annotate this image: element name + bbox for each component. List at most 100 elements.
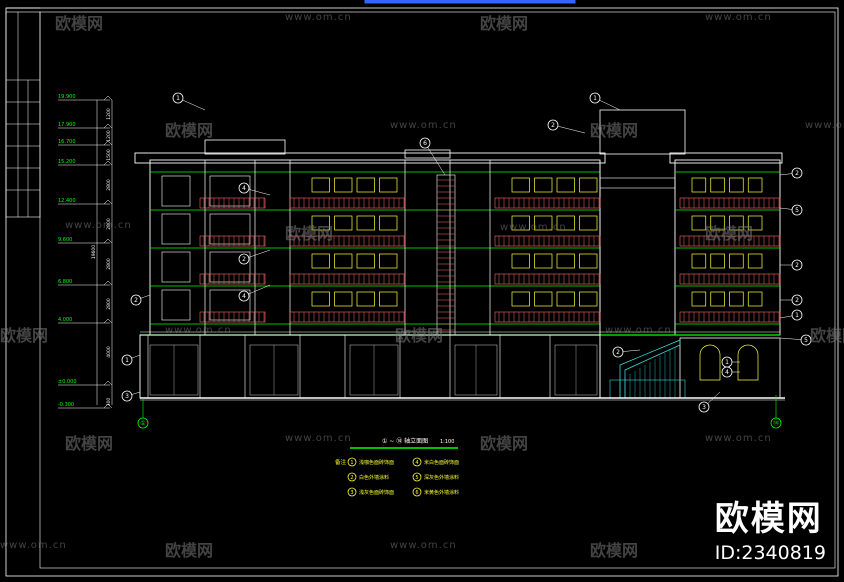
notes-label: 备注 (335, 458, 347, 466)
window-yellow (710, 253, 725, 269)
link-parapet (599, 177, 676, 189)
dimension-text: 300 (106, 398, 112, 407)
balcony-railing (494, 197, 601, 209)
arched-window (737, 344, 759, 381)
watermark-url: www.om.cn (390, 540, 457, 551)
east-cornice (669, 152, 783, 164)
drawing-frame (5, 0, 839, 577)
brand-logo-text: 欧模网 (714, 499, 823, 539)
callout-number: 1 (593, 95, 597, 102)
window-yellow (747, 291, 763, 307)
callout-circle (121, 390, 133, 402)
callout-number: 3 (125, 393, 129, 400)
callout-number: 2 (616, 349, 620, 356)
window-yellow (710, 291, 725, 307)
elevation-symbol (103, 199, 113, 205)
axis-bubble (770, 417, 782, 429)
callout-number: 2 (551, 122, 555, 129)
callout-number: 2 (795, 262, 799, 269)
window-yellow (334, 291, 353, 307)
brand-watermark: 欧模网 ID:2340819 (715, 491, 826, 564)
window-yellow (729, 177, 744, 193)
callout-circle (791, 309, 803, 321)
watermark-brand: 欧模网 (0, 326, 49, 345)
window-yellow (511, 177, 530, 193)
dimension-text: 1200 (106, 130, 112, 142)
window-yellow (579, 291, 598, 307)
window-yellow (556, 215, 575, 231)
window-yellow (534, 291, 553, 307)
watermark-url: www.om.cn (390, 120, 457, 131)
balcony-railing (289, 235, 406, 247)
callout-leader (552, 124, 586, 134)
callout-circle (800, 334, 812, 346)
east-block-outline (674, 159, 781, 336)
window-yellow (356, 215, 375, 231)
balcony-railing (199, 311, 266, 323)
axis-bubble (137, 417, 149, 429)
callout-leader (424, 142, 446, 176)
callout-number: 4 (725, 369, 729, 376)
elevation-symbol (103, 140, 113, 146)
window-yellow (747, 215, 763, 231)
stair-window-strip (436, 174, 456, 336)
watermark-url: www.om.cn (65, 220, 132, 231)
legend-bubble (347, 487, 357, 497)
elevation-symbol (103, 280, 113, 286)
balcony-railing (494, 235, 601, 247)
dimension-text: 19600 (91, 245, 97, 259)
watermark-url: www.om.cn (165, 325, 232, 336)
dimension-text: 4000 (106, 346, 112, 358)
callout-circle (121, 354, 133, 366)
watermark-brand: 欧模网 (285, 224, 334, 243)
legend-text: 白色外墙涂料 (359, 474, 389, 481)
roof-stair-tower-west (204, 139, 286, 155)
dimension-text: 2800 (106, 258, 112, 270)
legend-bubble (412, 472, 422, 482)
callout-number: 6 (423, 140, 427, 147)
callout-number: 1 (795, 312, 799, 319)
elevation-symbol (103, 160, 113, 166)
callout-number: 2 (134, 297, 138, 304)
elevation-mark: 15.200 (58, 159, 76, 165)
axis-label: ① (140, 420, 145, 427)
balcony-railing (494, 273, 601, 285)
legend-text: 米白色面砖饰面 (424, 459, 459, 466)
window-yellow (710, 177, 725, 193)
roof-parapet-center (404, 149, 451, 159)
window-yellow (579, 253, 598, 269)
outer-frame (5, 7, 839, 577)
watermark-url: www.om.cn (500, 222, 567, 233)
drawing-title: ① ~ ⑭ 轴立面图 (382, 437, 428, 445)
elevation-mark: 16.700 (58, 139, 76, 145)
window-yellow (556, 291, 575, 307)
dimension-text: 2800 (106, 298, 112, 310)
exterior-stair (619, 339, 681, 398)
legend-number: 5 (415, 475, 418, 481)
watermark-url: www.om.cn (605, 325, 672, 336)
elevation-mark: 19.900 (58, 94, 76, 100)
window-yellow (311, 215, 330, 231)
window-yellow (729, 215, 744, 231)
elevation-symbol (103, 95, 113, 101)
callout-number: 4 (242, 293, 246, 300)
callout-circle (791, 167, 803, 179)
callout-number: 4 (242, 185, 246, 192)
watermark-brand: 欧模网 (590, 121, 639, 140)
legend-text: 浅咖色面砖饰面 (359, 459, 394, 466)
window-yellow (511, 253, 530, 269)
callout-number: 5 (795, 207, 799, 214)
watermark-url: www.om.cn (805, 120, 844, 131)
main-cornice (134, 152, 606, 164)
callout-number: 1 (725, 359, 729, 366)
window (209, 251, 251, 283)
dimension-text: 1500 (106, 149, 112, 161)
watermark-url: www.om.cn (285, 12, 352, 23)
window-yellow (379, 177, 398, 193)
watermark-url: www.om.cn (705, 12, 772, 23)
balcony-railing (679, 235, 781, 247)
elevation-symbol (103, 238, 113, 244)
elevation-mark: 4.000 (58, 317, 72, 323)
watermark-brand: 欧模网 (480, 14, 529, 33)
revision-strip (5, 11, 41, 218)
